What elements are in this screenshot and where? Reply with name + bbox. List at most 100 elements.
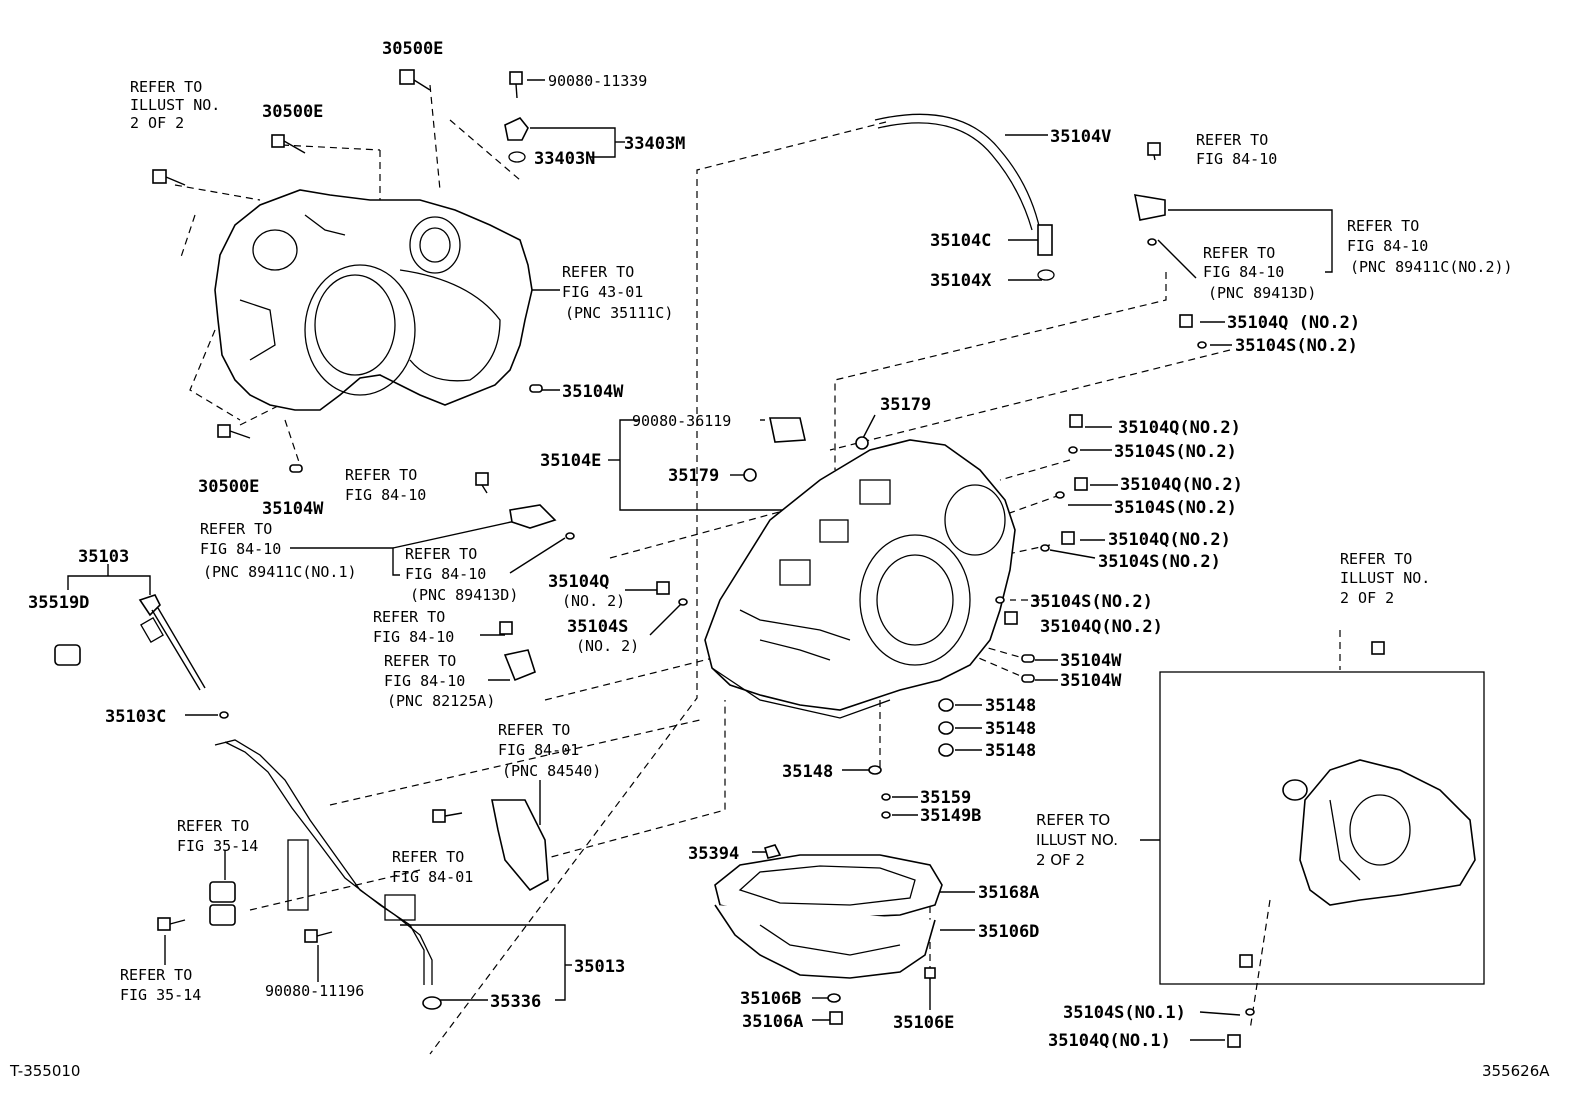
label-90080-11196: 90080-11196: [265, 982, 364, 1000]
refer-note-text: 35104Q(NO.2): [1040, 617, 1163, 637]
label-35179: 35179: [668, 466, 719, 486]
label-refer-illust-top: REFER TO: [130, 78, 202, 96]
label-35336: 35336: [490, 992, 541, 1012]
label-35104S-no2: 35104S(NO.2): [1235, 336, 1358, 356]
label-35104W: 35104W: [1060, 671, 1122, 691]
bolt-icon: [1179, 314, 1193, 328]
refer-note-text: FIG 84-10: [1347, 237, 1428, 255]
label-35519D: 35519D: [28, 593, 89, 613]
refer-note-text: (PNC 89411C(NO.2)): [1350, 258, 1513, 276]
refer-note-text: FIG 84-01: [392, 868, 473, 886]
bolt-icon: [1147, 142, 1161, 161]
label-35106B: 35106B: [740, 989, 801, 1009]
label-35104X: 35104X: [930, 271, 992, 291]
refer-note-text: 35104S(NO.2): [1114, 442, 1237, 462]
bolt-icon: [1239, 954, 1253, 968]
label-35103: 35103: [78, 547, 129, 567]
footer-left-code: T-355010: [9, 1062, 80, 1080]
refer-note-text: 35104S(NO.2): [1098, 552, 1221, 572]
label-30500E-bottom: 30500E: [198, 477, 259, 497]
refer-note-text: (NO. 2): [576, 637, 639, 655]
label-35168A: 35168A: [978, 883, 1039, 903]
bolt-icon: [1074, 477, 1088, 491]
refer-note-text: REFER TO: [200, 520, 272, 538]
refer-note-text: REFER TO: [1340, 550, 1412, 568]
label-35148: 35148: [985, 719, 1036, 739]
bolt-icon: [1069, 414, 1083, 428]
label-35148: 35148: [985, 741, 1036, 761]
bolt-icon: [271, 134, 306, 154]
label-35104S-no1: 35104S(NO.1): [1063, 1003, 1186, 1023]
bolt-icon: [152, 169, 186, 186]
refer-note-text: FIG 84-10: [405, 565, 486, 583]
label-33403M: 33403M: [624, 134, 685, 154]
plugs-and-washers: [219, 238, 1255, 1016]
refer-note-text: FIG 84-10: [345, 486, 426, 504]
bolt-icon: [304, 929, 333, 943]
refer-note-text: FIG 84-10: [1203, 263, 1284, 281]
transaxle-housing: [214, 189, 533, 411]
label-35013: 35013: [574, 957, 625, 977]
refer-note-text: (PNC 35111C): [565, 304, 673, 322]
label-35104V: 35104V: [1050, 127, 1111, 147]
breather-hose: [874, 113, 1055, 281]
refer-note-text: REFER TO: [345, 466, 417, 484]
inset-box: [1159, 671, 1485, 985]
dipstick-tube: [214, 739, 433, 985]
bolt-icon: [432, 809, 463, 823]
label-35394: 35394: [688, 844, 739, 864]
refer-note-text: REFER TO: [384, 652, 456, 670]
label-35104Q-no1: 35104Q(NO.1): [1048, 1031, 1171, 1051]
refer-note-text: 35104Q: [548, 572, 609, 592]
refer-note-text: REFER TO: [562, 263, 634, 281]
refer-note-text: FIG 84-10: [200, 540, 281, 558]
refer-note-text: REFER TO: [1196, 131, 1268, 149]
refer-note-text: REFER TO: [373, 608, 445, 626]
refer-note-text: FIG 35-14: [120, 986, 201, 1004]
refer-note-text: ILLUST NO.: [1036, 831, 1118, 849]
label-35104W: 35104W: [1060, 651, 1122, 671]
refer-note-text: REFER TO: [498, 721, 570, 739]
label-35104E: 35104E: [540, 451, 601, 471]
bolt-icon: [656, 581, 670, 595]
label-33403N: 33403N: [534, 149, 595, 169]
refer-note-text: FIG 35-14: [177, 837, 258, 855]
label-35106E: 35106E: [893, 1013, 954, 1033]
refer-note-text: REFER TO: [1347, 217, 1419, 235]
bolt-icon: [829, 1011, 843, 1025]
bolt-icon: [1371, 641, 1385, 655]
refer-note-text: (NO. 2): [562, 592, 625, 610]
label-35106A: 35106A: [742, 1012, 803, 1032]
refer-note-text: 2 OF 2: [1340, 589, 1394, 607]
refer-note-text: (PNC 89413D): [1208, 284, 1316, 302]
refer-note-text: REFER TO: [177, 817, 249, 835]
refer-note-text: FIG 84-10: [373, 628, 454, 646]
refer-note-text: ILLUST NO.: [1340, 569, 1430, 587]
label-35104W: 35104W: [262, 499, 324, 519]
label-90080-36119: 90080-36119: [632, 412, 731, 430]
label-35106D: 35106D: [978, 922, 1039, 942]
label-90080-11339: 90080-11339: [548, 72, 647, 90]
refer-note-text: (PNC 89413D): [410, 586, 518, 604]
refer-note-text: REFER TO: [120, 966, 192, 984]
tube-clamp: [209, 881, 236, 926]
label-35159: 35159: [920, 788, 971, 808]
bolt-icon: [509, 71, 523, 99]
refer-note-text: ILLUST NO.: [130, 96, 220, 114]
label-35104Q-no2: 35104Q (NO.2): [1227, 313, 1360, 333]
refer-note-text: 35104S(NO.2): [1030, 592, 1153, 612]
refer-note-text: REFER TO: [405, 545, 477, 563]
part-labels: 30500E REFER TO ILLUST NO. 2 OF 2 30500E…: [28, 39, 1513, 1051]
refer-note-text: 35104Q(NO.2): [1108, 530, 1231, 550]
label-35149B: 35149B: [920, 806, 981, 826]
bolt-icon: [924, 967, 936, 979]
refer-note-text: REFER TO: [392, 848, 464, 866]
refer-note-text: FIG 84-01: [498, 741, 579, 759]
transmission-case: [704, 439, 1016, 719]
dipstick: [54, 594, 206, 691]
bolt-icon: [475, 472, 489, 494]
label-35104W: 35104W: [562, 382, 624, 402]
label-35148: 35148: [782, 762, 833, 782]
